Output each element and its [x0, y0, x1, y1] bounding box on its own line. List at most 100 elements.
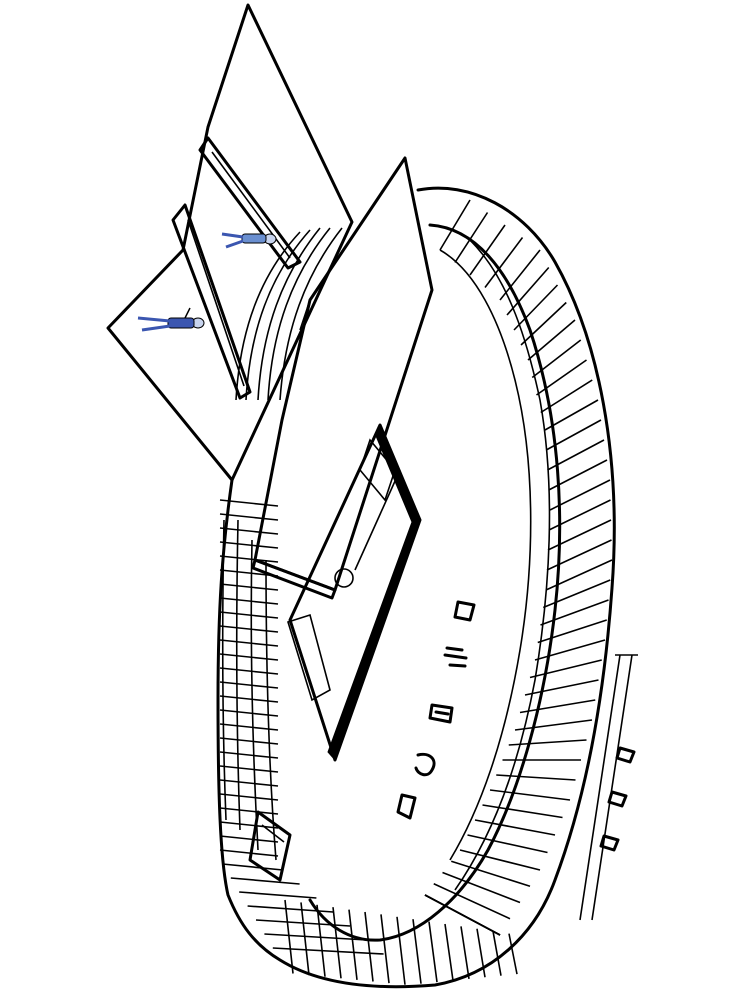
- facade-line: [219, 849, 279, 857]
- seat-divider-line: [499, 249, 541, 301]
- facade-line: [300, 902, 310, 976]
- facade-grid: [219, 499, 518, 985]
- lower-entrance: [248, 810, 292, 882]
- facade-line: [219, 835, 279, 843]
- facade-line: [219, 807, 279, 815]
- seat-divider-line: [520, 301, 567, 346]
- seat-divider-line: [482, 804, 563, 819]
- seat-divider-line: [508, 739, 587, 746]
- facade-line: [219, 639, 279, 647]
- facade-line: [284, 899, 294, 974]
- facade-line: [460, 926, 470, 980]
- pitch: [287, 423, 422, 762]
- facade-line: [219, 723, 279, 731]
- seat-divider-line: [548, 499, 611, 531]
- seat-divider-line: [545, 419, 602, 451]
- facade-line: [219, 779, 279, 787]
- entrance-plaza: [106, 3, 354, 482]
- facade-line: [219, 751, 279, 759]
- seat-divider-line: [469, 224, 506, 276]
- facade-line: [230, 877, 300, 885]
- facade-line: [444, 923, 454, 981]
- facade-line: [348, 909, 358, 980]
- facade-line: [219, 793, 279, 801]
- seat-divider-line: [537, 619, 607, 644]
- seat-divider-line: [474, 819, 556, 836]
- seat-divider-line: [451, 860, 531, 888]
- flag-poles: [579, 654, 638, 921]
- facade-line: [428, 921, 438, 983]
- seat-divider-line: [506, 266, 550, 316]
- seat-divider-line: [527, 319, 576, 361]
- seat-divider-line: [424, 894, 501, 936]
- plaza-walkway: [171, 136, 302, 400]
- facade-line: [219, 737, 279, 745]
- seat-divider-line: [534, 639, 606, 661]
- seat-divider-line: [529, 659, 602, 679]
- seat-divider-line: [467, 834, 548, 854]
- facade-line: [492, 931, 502, 976]
- seat-divider-line: [484, 237, 524, 288]
- facade-line: [412, 919, 422, 984]
- facade-line: [219, 681, 279, 689]
- facade-line: [219, 625, 279, 633]
- facade-line: [219, 527, 279, 535]
- seat-divider-line: [540, 599, 609, 626]
- seat-divider-line: [489, 789, 571, 801]
- seat-divider-line: [546, 539, 612, 571]
- facade-line: [219, 499, 279, 507]
- walking-person-upper: [221, 232, 277, 249]
- facade-line: [219, 821, 279, 829]
- facade-line: [316, 904, 326, 977]
- seating-radial-lines: [424, 199, 613, 936]
- stand-letters: [396, 600, 476, 820]
- facade-line: [219, 583, 279, 591]
- facade-line: [219, 611, 279, 619]
- seat-divider-line: [549, 479, 611, 511]
- walking-person-lower: [137, 307, 205, 332]
- seat-divider-line: [542, 579, 611, 609]
- seat-divider-line: [536, 359, 587, 396]
- seat-divider-line: [496, 774, 576, 781]
- facade-line: [219, 765, 279, 773]
- seat-divider-line: [524, 679, 599, 696]
- facade-line: [380, 914, 390, 984]
- seat-divider-line: [513, 284, 559, 331]
- facade-line: [396, 916, 406, 985]
- seat-divider-line: [433, 883, 511, 920]
- facade-line: [219, 653, 279, 661]
- facade-line: [364, 911, 374, 982]
- facade-line: [239, 891, 317, 899]
- facade-line: [508, 933, 518, 975]
- seat-divider-line: [547, 439, 605, 471]
- facade-line: [219, 597, 279, 605]
- seat-divider-line: [454, 212, 489, 263]
- facade-line: [264, 933, 367, 941]
- stadium-bowl: [216, 186, 616, 989]
- seat-divider-line: [545, 559, 613, 591]
- facade-line: [247, 905, 334, 913]
- seat-divider-line: [442, 871, 521, 904]
- seat-divider-line: [540, 379, 593, 414]
- plaza-edge-stripes: [235, 227, 343, 401]
- facade-line: [222, 863, 283, 871]
- facade-line: [219, 555, 279, 563]
- facade-line: [332, 907, 342, 979]
- seat-divider-line: [544, 399, 599, 431]
- seat-divider-line: [547, 519, 612, 551]
- facade-line: [219, 513, 279, 521]
- facade-line: [219, 709, 279, 717]
- facade-line: [219, 667, 279, 675]
- facade-line: [476, 928, 486, 978]
- facade-line: [219, 695, 279, 703]
- seat-divider-line: [531, 339, 582, 379]
- facade-line: [272, 947, 384, 955]
- seat-divider-line: [439, 199, 471, 251]
- facade-line: [219, 541, 279, 549]
- seat-divider-line: [459, 849, 541, 871]
- seat-divider-line: [514, 719, 593, 731]
- seat-divider-line: [519, 699, 596, 714]
- seat-divider-line: [548, 459, 608, 491]
